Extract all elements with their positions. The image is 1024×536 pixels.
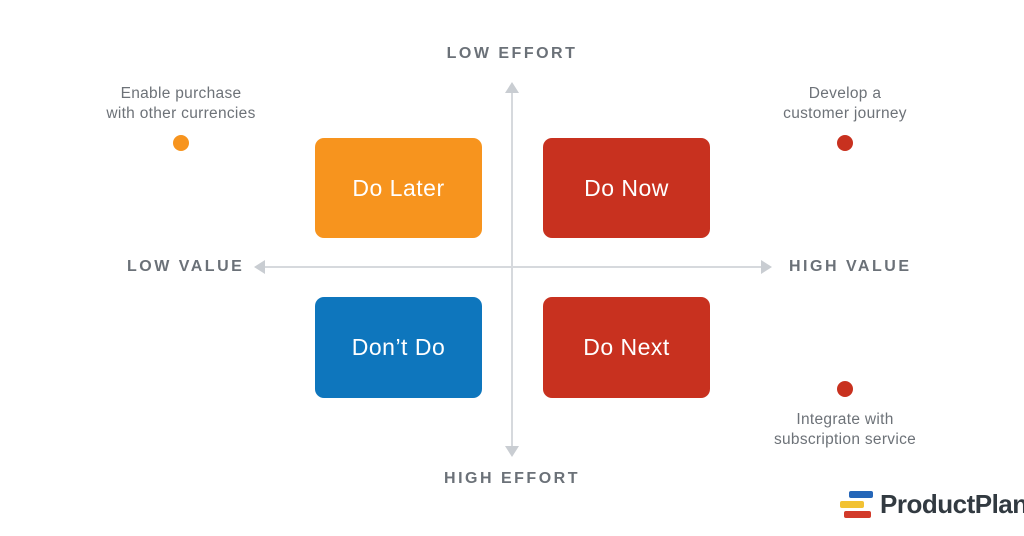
data-point-subscription-service — [837, 381, 853, 397]
productplan-wordmark: ProductPlan — [880, 489, 1024, 519]
logo-bar-red — [844, 510, 871, 518]
quadrant-dont-do-label: Don’t Do — [351, 334, 446, 360]
annotation-line: with other currencies — [106, 105, 256, 122]
productplan-logo: ProductPlan — [840, 489, 1024, 520]
quadrant-do-next: Do Next — [543, 297, 710, 398]
axis-label-high-value: HIGH VALUE — [789, 258, 912, 275]
annotation-line: subscription service — [773, 431, 917, 448]
arrow-up-icon — [505, 82, 519, 93]
annotation-subscription-service: Integrate with subscription service — [725, 410, 965, 450]
quadrant-dont-do: Don’t Do — [315, 297, 482, 398]
annotation-customer-journey: Develop a customer journey — [725, 84, 965, 124]
annotation-enable-purchase: Enable purchase with other currencies — [61, 84, 301, 124]
quadrant-do-next-label: Do Next — [583, 334, 670, 360]
arrow-down-icon — [505, 446, 519, 457]
arrow-right-icon — [761, 260, 772, 274]
axis-label-low-effort: LOW EFFORT — [446, 45, 578, 62]
quadrant-do-later: Do Later — [315, 138, 482, 238]
quadrant-do-later-label: Do Later — [352, 174, 445, 201]
quadrant-do-now: Do Now — [543, 138, 710, 238]
annotation-line: Integrate with — [796, 411, 894, 428]
value-axis-line — [265, 266, 761, 268]
annotation-line: customer journey — [783, 105, 907, 122]
axis-label-high-effort: HIGH EFFORT — [444, 470, 580, 487]
logo-bar-yellow — [840, 500, 864, 508]
annotation-line: Develop a — [808, 85, 882, 102]
logo-bar-blue — [849, 490, 873, 498]
data-point-enable-purchase — [173, 135, 189, 151]
annotation-line: Enable purchase — [120, 85, 242, 102]
arrow-left-icon — [254, 260, 265, 274]
data-point-customer-journey — [837, 135, 853, 151]
effort-axis-line — [511, 92, 513, 447]
axis-label-low-value: LOW VALUE — [127, 258, 245, 275]
productplan-logo-icon — [840, 490, 874, 520]
quadrant-do-now-label: Do Now — [584, 174, 669, 201]
